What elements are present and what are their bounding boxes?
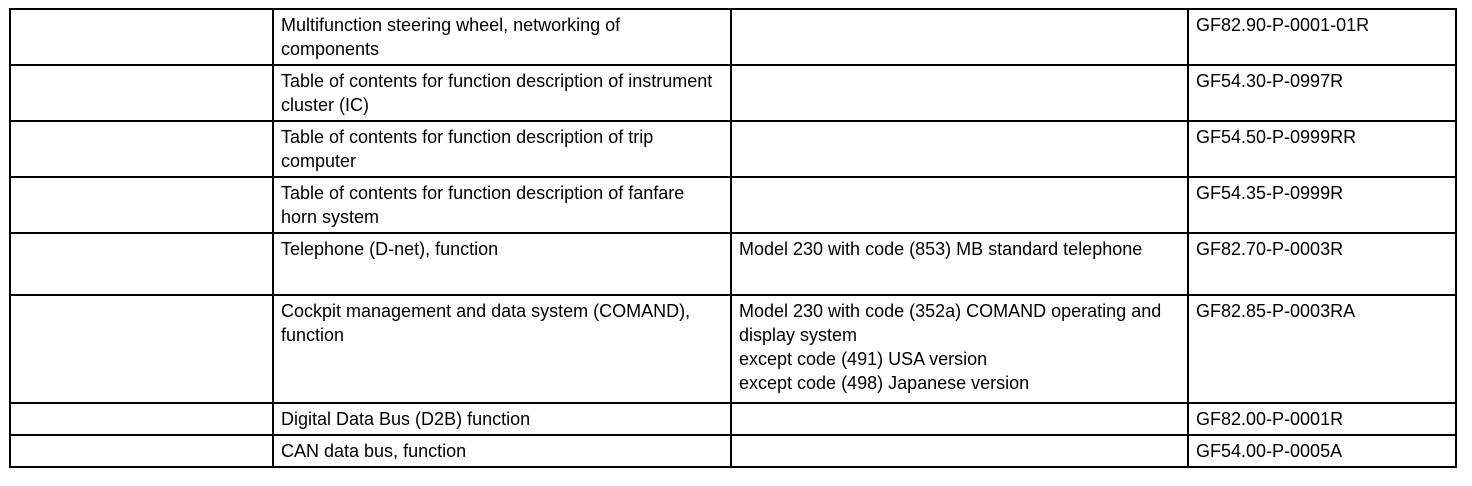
cell-applicability	[730, 64, 1189, 122]
table-row: Table of contents for function descripti…	[9, 120, 1457, 178]
cell-reference	[9, 232, 274, 296]
cell-applicability	[730, 8, 1189, 66]
cell-applicability	[730, 402, 1189, 436]
cell-applicability: Model 230 with code (352a) COMAND operat…	[730, 294, 1189, 404]
cell-reference	[9, 176, 274, 234]
cell-description: Digital Data Bus (D2B) function	[272, 402, 732, 436]
cell-applicability	[730, 120, 1189, 178]
cell-description: CAN data bus, function	[272, 434, 732, 468]
table-body: Multifunction steering wheel, networking…	[9, 8, 1457, 468]
function-description-table: Multifunction steering wheel, networking…	[9, 8, 1457, 468]
cell-description: Cockpit management and data system (COMA…	[272, 294, 732, 404]
table-row: CAN data bus, function GF54.00-P-0005A	[9, 434, 1457, 468]
cell-document-code: GF82.70-P-0003R	[1187, 232, 1457, 296]
cell-document-code: GF54.35-P-0999R	[1187, 176, 1457, 234]
cell-document-code: GF82.90-P-0001-01R	[1187, 8, 1457, 66]
table-row: Cockpit management and data system (COMA…	[9, 294, 1457, 404]
cell-applicability	[730, 176, 1189, 234]
cell-applicability	[730, 434, 1189, 468]
cell-document-code: GF82.85-P-0003RA	[1187, 294, 1457, 404]
table-row: Digital Data Bus (D2B) function GF82.00-…	[9, 402, 1457, 436]
table-row: Table of contents for function descripti…	[9, 64, 1457, 122]
document-page: Multifunction steering wheel, networking…	[0, 8, 1472, 486]
cell-description: Table of contents for function descripti…	[272, 176, 732, 234]
cell-reference	[9, 294, 274, 404]
table-row: Telephone (D-net), function Model 230 wi…	[9, 232, 1457, 296]
cell-reference	[9, 8, 274, 66]
cell-description: Multifunction steering wheel, networking…	[272, 8, 732, 66]
table-row: Table of contents for function descripti…	[9, 176, 1457, 234]
cell-description: Table of contents for function descripti…	[272, 120, 732, 178]
table-row: Multifunction steering wheel, networking…	[9, 8, 1457, 66]
cell-description: Table of contents for function descripti…	[272, 64, 732, 122]
cell-document-code: GF82.00-P-0001R	[1187, 402, 1457, 436]
cell-reference	[9, 434, 274, 468]
cell-reference	[9, 64, 274, 122]
cell-document-code: GF54.30-P-0997R	[1187, 64, 1457, 122]
cell-description: Telephone (D-net), function	[272, 232, 732, 296]
cell-reference	[9, 120, 274, 178]
cell-document-code: GF54.50-P-0999RR	[1187, 120, 1457, 178]
cell-document-code: GF54.00-P-0005A	[1187, 434, 1457, 468]
cell-applicability: Model 230 with code (853) MB standard te…	[730, 232, 1189, 296]
cell-reference	[9, 402, 274, 436]
